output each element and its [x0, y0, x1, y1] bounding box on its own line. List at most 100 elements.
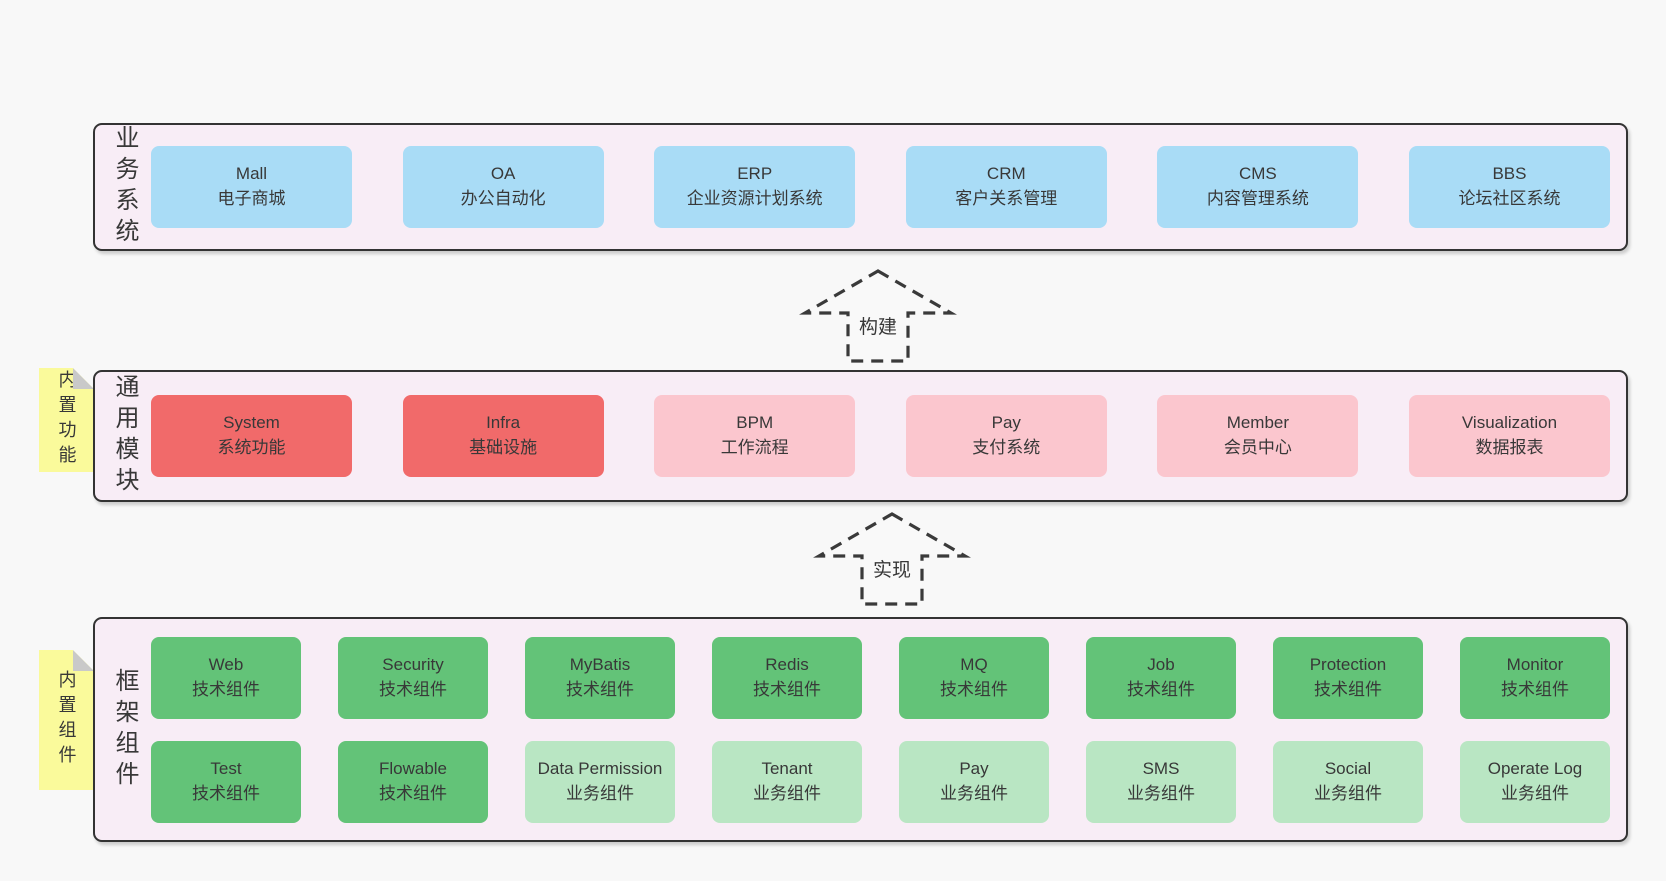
box-title: System	[223, 413, 280, 433]
box-title: MyBatis	[569, 654, 631, 674]
box-subtitle: 基础设施	[469, 438, 538, 457]
box-visualization: Visualization 数据报表	[1408, 395, 1610, 477]
arrow-build-label: 构建	[855, 312, 901, 339]
sticky-builtin-components: 内置组件	[39, 650, 94, 790]
box-subtitle: 业务组件	[940, 783, 1008, 803]
box-title: Operate Log	[1487, 758, 1583, 778]
box-subtitle: 客户关系管理	[955, 189, 1058, 208]
box-title: BBS	[1492, 164, 1527, 184]
box-subtitle: 技术组件	[566, 679, 634, 699]
box-subtitle: 业务组件	[753, 783, 821, 803]
box-monitor: Monitor 技术组件	[1460, 636, 1610, 719]
box-title: Pay	[991, 413, 1021, 433]
box-title: OA	[490, 164, 516, 184]
box-title: Data Permission	[537, 758, 663, 778]
box-social: Social 业务组件	[1273, 740, 1423, 823]
folded-corner-icon	[73, 650, 94, 671]
box-oa: OA 办公自动化	[402, 146, 604, 228]
box-title: Monitor	[1506, 654, 1564, 674]
box-pay-biz: Pay 业务组件	[899, 740, 1049, 823]
box-operate-log: Operate Log 业务组件	[1460, 740, 1610, 823]
box-subtitle: 技术组件	[1501, 679, 1569, 699]
box-subtitle: 技术组件	[1314, 679, 1382, 699]
box-subtitle: 业务组件	[1127, 783, 1195, 803]
box-protection: Protection 技术组件	[1273, 636, 1423, 719]
box-subtitle: 技术组件	[379, 679, 447, 699]
box-subtitle: 技术组件	[192, 783, 260, 803]
framework-grid: Web 技术组件 Security 技术组件 MyBatis 技术组件 Redi…	[151, 619, 1610, 840]
box-subtitle: 工作流程	[720, 438, 789, 457]
box-title: CRM	[986, 164, 1026, 184]
box-system: System 系统功能	[151, 395, 352, 477]
box-subtitle: 技术组件	[1127, 679, 1195, 699]
box-title: Visualization	[1461, 413, 1558, 433]
box-title: Member	[1226, 413, 1290, 433]
box-title: Test	[210, 758, 242, 778]
box-mybatis: MyBatis 技术组件	[525, 636, 675, 719]
box-bbs: BBS 论坛社区系统	[1408, 146, 1610, 228]
box-subtitle: 办公自动化	[460, 189, 546, 208]
box-sms: SMS 业务组件	[1086, 740, 1236, 823]
box-title: Protection	[1309, 654, 1387, 674]
band-common-modules: 通用模块 System 系统功能 Infra 基础设施 BPM 工作流程 Pay…	[93, 370, 1628, 502]
box-subtitle: 业务组件	[566, 783, 634, 803]
box-title: Social	[1324, 758, 1372, 778]
box-subtitle: 技术组件	[192, 679, 260, 699]
box-title: CMS	[1238, 164, 1277, 184]
box-job: Job 技术组件	[1086, 636, 1236, 719]
box-infra: Infra 基础设施	[402, 395, 604, 477]
box-mq: MQ 技术组件	[899, 636, 1049, 719]
box-crm: CRM 客户关系管理	[905, 146, 1107, 228]
box-subtitle: 技术组件	[379, 783, 447, 803]
arrow-build: 构建	[798, 268, 958, 364]
framework-row-1: Web 技术组件 Security 技术组件 MyBatis 技术组件 Redi…	[151, 636, 1610, 719]
box-title: Infra	[486, 413, 521, 433]
folded-corner-icon	[73, 368, 94, 389]
box-subtitle: 业务组件	[1501, 783, 1569, 803]
sticky-builtin-features-label: 内置功能	[56, 370, 77, 470]
box-subtitle: 业务组件	[1314, 783, 1382, 803]
box-title: MQ	[960, 654, 988, 674]
box-title: Redis	[765, 654, 809, 674]
box-subtitle: 技术组件	[940, 679, 1008, 699]
box-title: Tenant	[761, 758, 813, 778]
band-framework-label: 框架组件	[111, 667, 138, 792]
arrow-implement: 实现	[812, 511, 972, 607]
box-title: SMS	[1142, 758, 1180, 778]
box-tenant: Tenant 业务组件	[712, 740, 862, 823]
box-subtitle: 内容管理系统	[1206, 189, 1309, 208]
box-title: ERP	[737, 164, 773, 184]
box-cms: CMS 内容管理系统	[1157, 146, 1359, 228]
box-title: Pay	[959, 758, 989, 778]
box-web: Web 技术组件	[151, 636, 301, 719]
box-subtitle: 技术组件	[753, 679, 821, 699]
box-subtitle: 支付系统	[972, 438, 1041, 457]
band-modules-label: 通用模块	[111, 374, 138, 498]
box-data-permission: Data Permission 业务组件	[525, 740, 675, 823]
band-business-systems: 业务系统 Mall 电子商城 OA 办公自动化 ERP 企业资源计划系统 CRM…	[93, 123, 1628, 251]
box-title: Flowable	[378, 758, 448, 778]
sticky-builtin-features: 内置功能	[39, 368, 94, 472]
arrow-implement-label: 实现	[869, 555, 915, 582]
box-subtitle: 电子商城	[217, 189, 286, 208]
box-security: Security 技术组件	[338, 636, 488, 719]
box-erp: ERP 企业资源计划系统	[654, 146, 856, 228]
box-title: Web	[208, 654, 244, 674]
box-bpm: BPM 工作流程	[654, 395, 856, 477]
box-flowable: Flowable 技术组件	[338, 740, 488, 823]
box-subtitle: 论坛社区系统	[1458, 189, 1561, 208]
sticky-builtin-components-label: 内置组件	[56, 670, 77, 770]
box-title: Mall	[235, 164, 268, 184]
box-pay: Pay 支付系统	[905, 395, 1107, 477]
box-redis: Redis 技术组件	[712, 636, 862, 719]
box-subtitle: 企业资源计划系统	[686, 189, 823, 208]
box-title: Security	[382, 654, 444, 674]
box-subtitle: 系统功能	[217, 438, 286, 457]
box-subtitle: 数据报表	[1475, 438, 1544, 457]
box-title: BPM	[736, 413, 774, 433]
box-title: Job	[1147, 654, 1175, 674]
box-test: Test 技术组件	[151, 740, 301, 823]
box-member: Member 会员中心	[1157, 395, 1359, 477]
framework-row-2: Test 技术组件 Flowable 技术组件 Data Permission …	[151, 740, 1610, 823]
